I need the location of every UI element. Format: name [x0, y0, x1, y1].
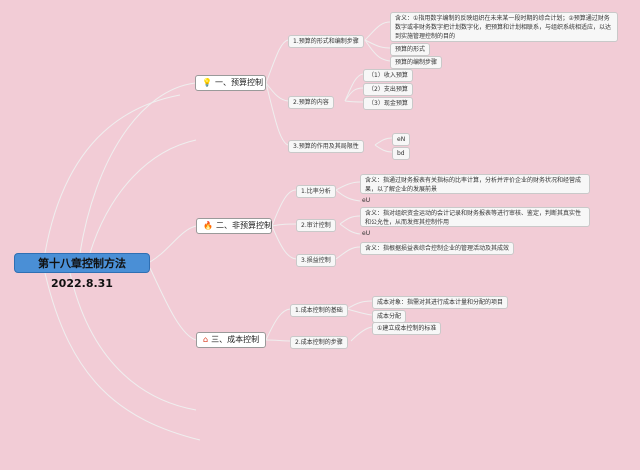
topic-en[interactable]: eN — [392, 133, 411, 146]
topic-audit-eu[interactable]: eU — [362, 230, 371, 237]
topic-budget-role-limits[interactable]: 3.预算的作用及其局限性 — [288, 140, 364, 153]
topic-ratio-analysis[interactable]: 1.比率分析 — [296, 185, 336, 198]
topic-budget-definition[interactable]: 含义：①指用数字编制的反映组织在未来某一段时期的综合计划；②预算通过财务数字或非… — [390, 12, 618, 42]
topic-audit-control[interactable]: 2.审计控制 — [296, 219, 336, 232]
topic-budget-steps[interactable]: 预算的编制步骤 — [390, 56, 443, 69]
connector-root-branch3 — [149, 267, 197, 341]
topic-ratio-eu[interactable]: eU — [362, 197, 371, 204]
connector-root-decor-bottom — [44, 272, 201, 441]
connector-root-branch2 — [149, 225, 197, 263]
topic-profit-loss-definition[interactable]: 含义：指根据损益表综合控制企业的管理活动及其成效 — [360, 242, 515, 255]
house-icon: ⌂ — [203, 335, 209, 344]
topic-budget-content[interactable]: 2.预算的内容 — [288, 96, 334, 109]
lightbulb-icon: 💡 — [202, 78, 212, 87]
topic-cost-control-steps[interactable]: 2.成本控制的步骤 — [290, 336, 348, 349]
topic-cash-budget[interactable]: （3）现金预算 — [363, 97, 413, 110]
topic-ratio-definition[interactable]: 含义：指通过财务报表有关指标的比率计算，分析并评价企业的财务状况和经营成果，以了… — [360, 174, 590, 194]
topic-budget-forms-steps[interactable]: 1.预算的形式和编制步骤 — [288, 35, 364, 48]
connector-root-decor-top — [44, 94, 181, 254]
topic-cost-control-basis[interactable]: 1.成本控制的基础 — [290, 304, 348, 317]
branch-label: 二、非预算控制 — [215, 221, 272, 230]
topic-budget-forms[interactable]: 预算的形式 — [390, 43, 431, 56]
topic-cost-object[interactable]: 成本对象：指需对其进行成本计量和分配的项目 — [372, 296, 509, 309]
branch-label: 一、预算控制 — [214, 78, 263, 87]
topic-audit-definition[interactable]: 含义：指对组织资金运动的会计记录和财务报表等进行审核、鉴定，判断其真实性和公允性… — [360, 207, 590, 227]
fire-icon: 🔥 — [203, 221, 213, 230]
connector-root-branch1 — [79, 82, 196, 254]
topic-expense-budget[interactable]: （2）支出预算 — [363, 83, 413, 96]
root-node[interactable]: 第十八章控制方法2022.8.31 — [14, 253, 150, 290]
branch-non-budget-control[interactable]: 🔥二、非预算控制 — [196, 218, 272, 234]
topic-bd[interactable]: bd — [392, 147, 410, 160]
topic-income-budget[interactable]: （1）收入预算 — [363, 69, 413, 82]
topic-cost-standard[interactable]: ①建立成本控制的标准 — [372, 322, 442, 335]
branch-budget-control[interactable]: 💡一、预算控制 — [195, 75, 266, 91]
branch-label: 三、成本控制 — [211, 335, 260, 344]
topic-profit-loss-control[interactable]: 3.损益控制 — [296, 254, 336, 267]
branch-cost-control[interactable]: ⌂三、成本控制 — [196, 332, 266, 348]
